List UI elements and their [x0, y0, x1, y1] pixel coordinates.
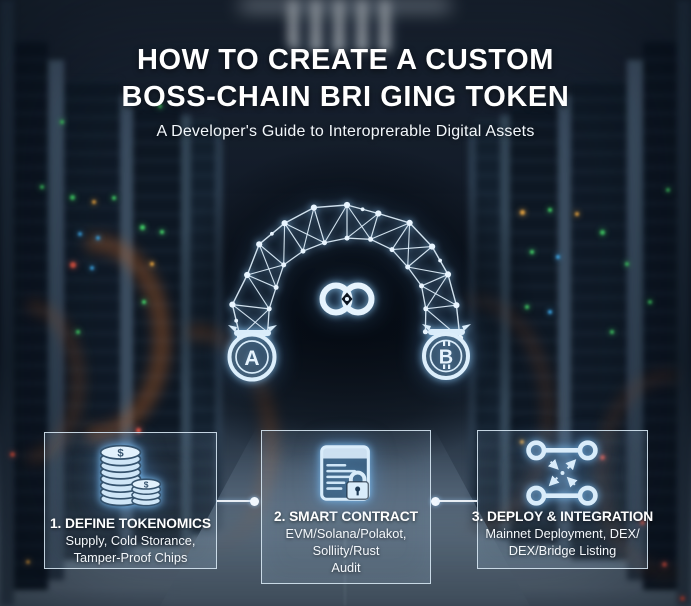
step-heading-3: 3. DEPLOY & INTEGRATION	[471, 509, 654, 524]
step-2-line-1: EVM/Solana/Polakot,	[285, 526, 407, 541]
step-heading-2: 2. SMART CONTRACT	[274, 509, 418, 524]
step-card-2: 2. SMART CONTRACT EVM/Solana/Polakot, So…	[261, 430, 431, 584]
step-2-line-3: Audit	[331, 559, 361, 575]
step-3-line-1: Mainnet Deployment, DEX/	[485, 526, 640, 541]
step-1-line-2: Tamper-Proof Chips	[73, 549, 188, 565]
connector-line-2	[439, 500, 477, 502]
avalanche-coin-symbol: A	[244, 347, 259, 370]
step-card-3: 3. DEPLOY & INTEGRATION Mainnet Deployme…	[472, 430, 653, 569]
avalanche-coin-icon: A	[227, 332, 277, 382]
subtitle: A Developer's Guide to Interoprerable Di…	[156, 123, 535, 140]
title-block: HOW TO CREATE A CUSTOM BOSS-CHAIN BRI GI…	[0, 42, 691, 141]
title-line-1: HOW TO CREATE A CUSTOM	[136, 44, 555, 76]
coin-stacks-icon: $ $	[99, 444, 161, 507]
network-deploy-icon	[525, 440, 598, 506]
step-body-2: EVM/Solana/Polakot, Solliity/Rust Audit	[286, 526, 407, 577]
step-3-line-2: DEX/Bridge Listing	[508, 542, 617, 558]
connector-dot-1	[250, 496, 259, 506]
title-line-2: BOSS-CHAIN BRI GING TOKEN	[121, 81, 570, 113]
step-heading-1: 1. DEFINE TOKENOMICS	[49, 516, 212, 531]
chain-link-icon	[319, 282, 375, 316]
coin-dollar-symbol: $	[117, 448, 124, 460]
connector-dot-2	[431, 496, 440, 506]
right-medal-hanger	[422, 324, 471, 335]
step-2-line-2: Solliity/Rust	[312, 542, 380, 558]
ceiling-light-panel	[288, 0, 398, 52]
small-coin-symbol: $	[143, 479, 148, 489]
smart-contract-lock-icon	[320, 445, 370, 501]
lock-icon	[346, 470, 370, 500]
step-body-1: Supply, Cold Storance, Tamper-Proof Chip…	[66, 533, 196, 567]
step-1-line-1: Supply, Cold Storance,	[65, 533, 196, 548]
bitcoin-coin-icon: B	[422, 332, 470, 380]
step-body-3: Mainnet Deployment, DEX/ DEX/Bridge List…	[485, 526, 639, 560]
node-mesh-arch	[229, 201, 464, 341]
bitcoin-coin-symbol: B	[439, 347, 453, 369]
floor-seam-line	[344, 538, 346, 606]
step-card-1: $ $ 1. DEFINE TOKENOMICS Supply, Cold St…	[44, 432, 217, 569]
connector-line-1	[217, 500, 253, 502]
